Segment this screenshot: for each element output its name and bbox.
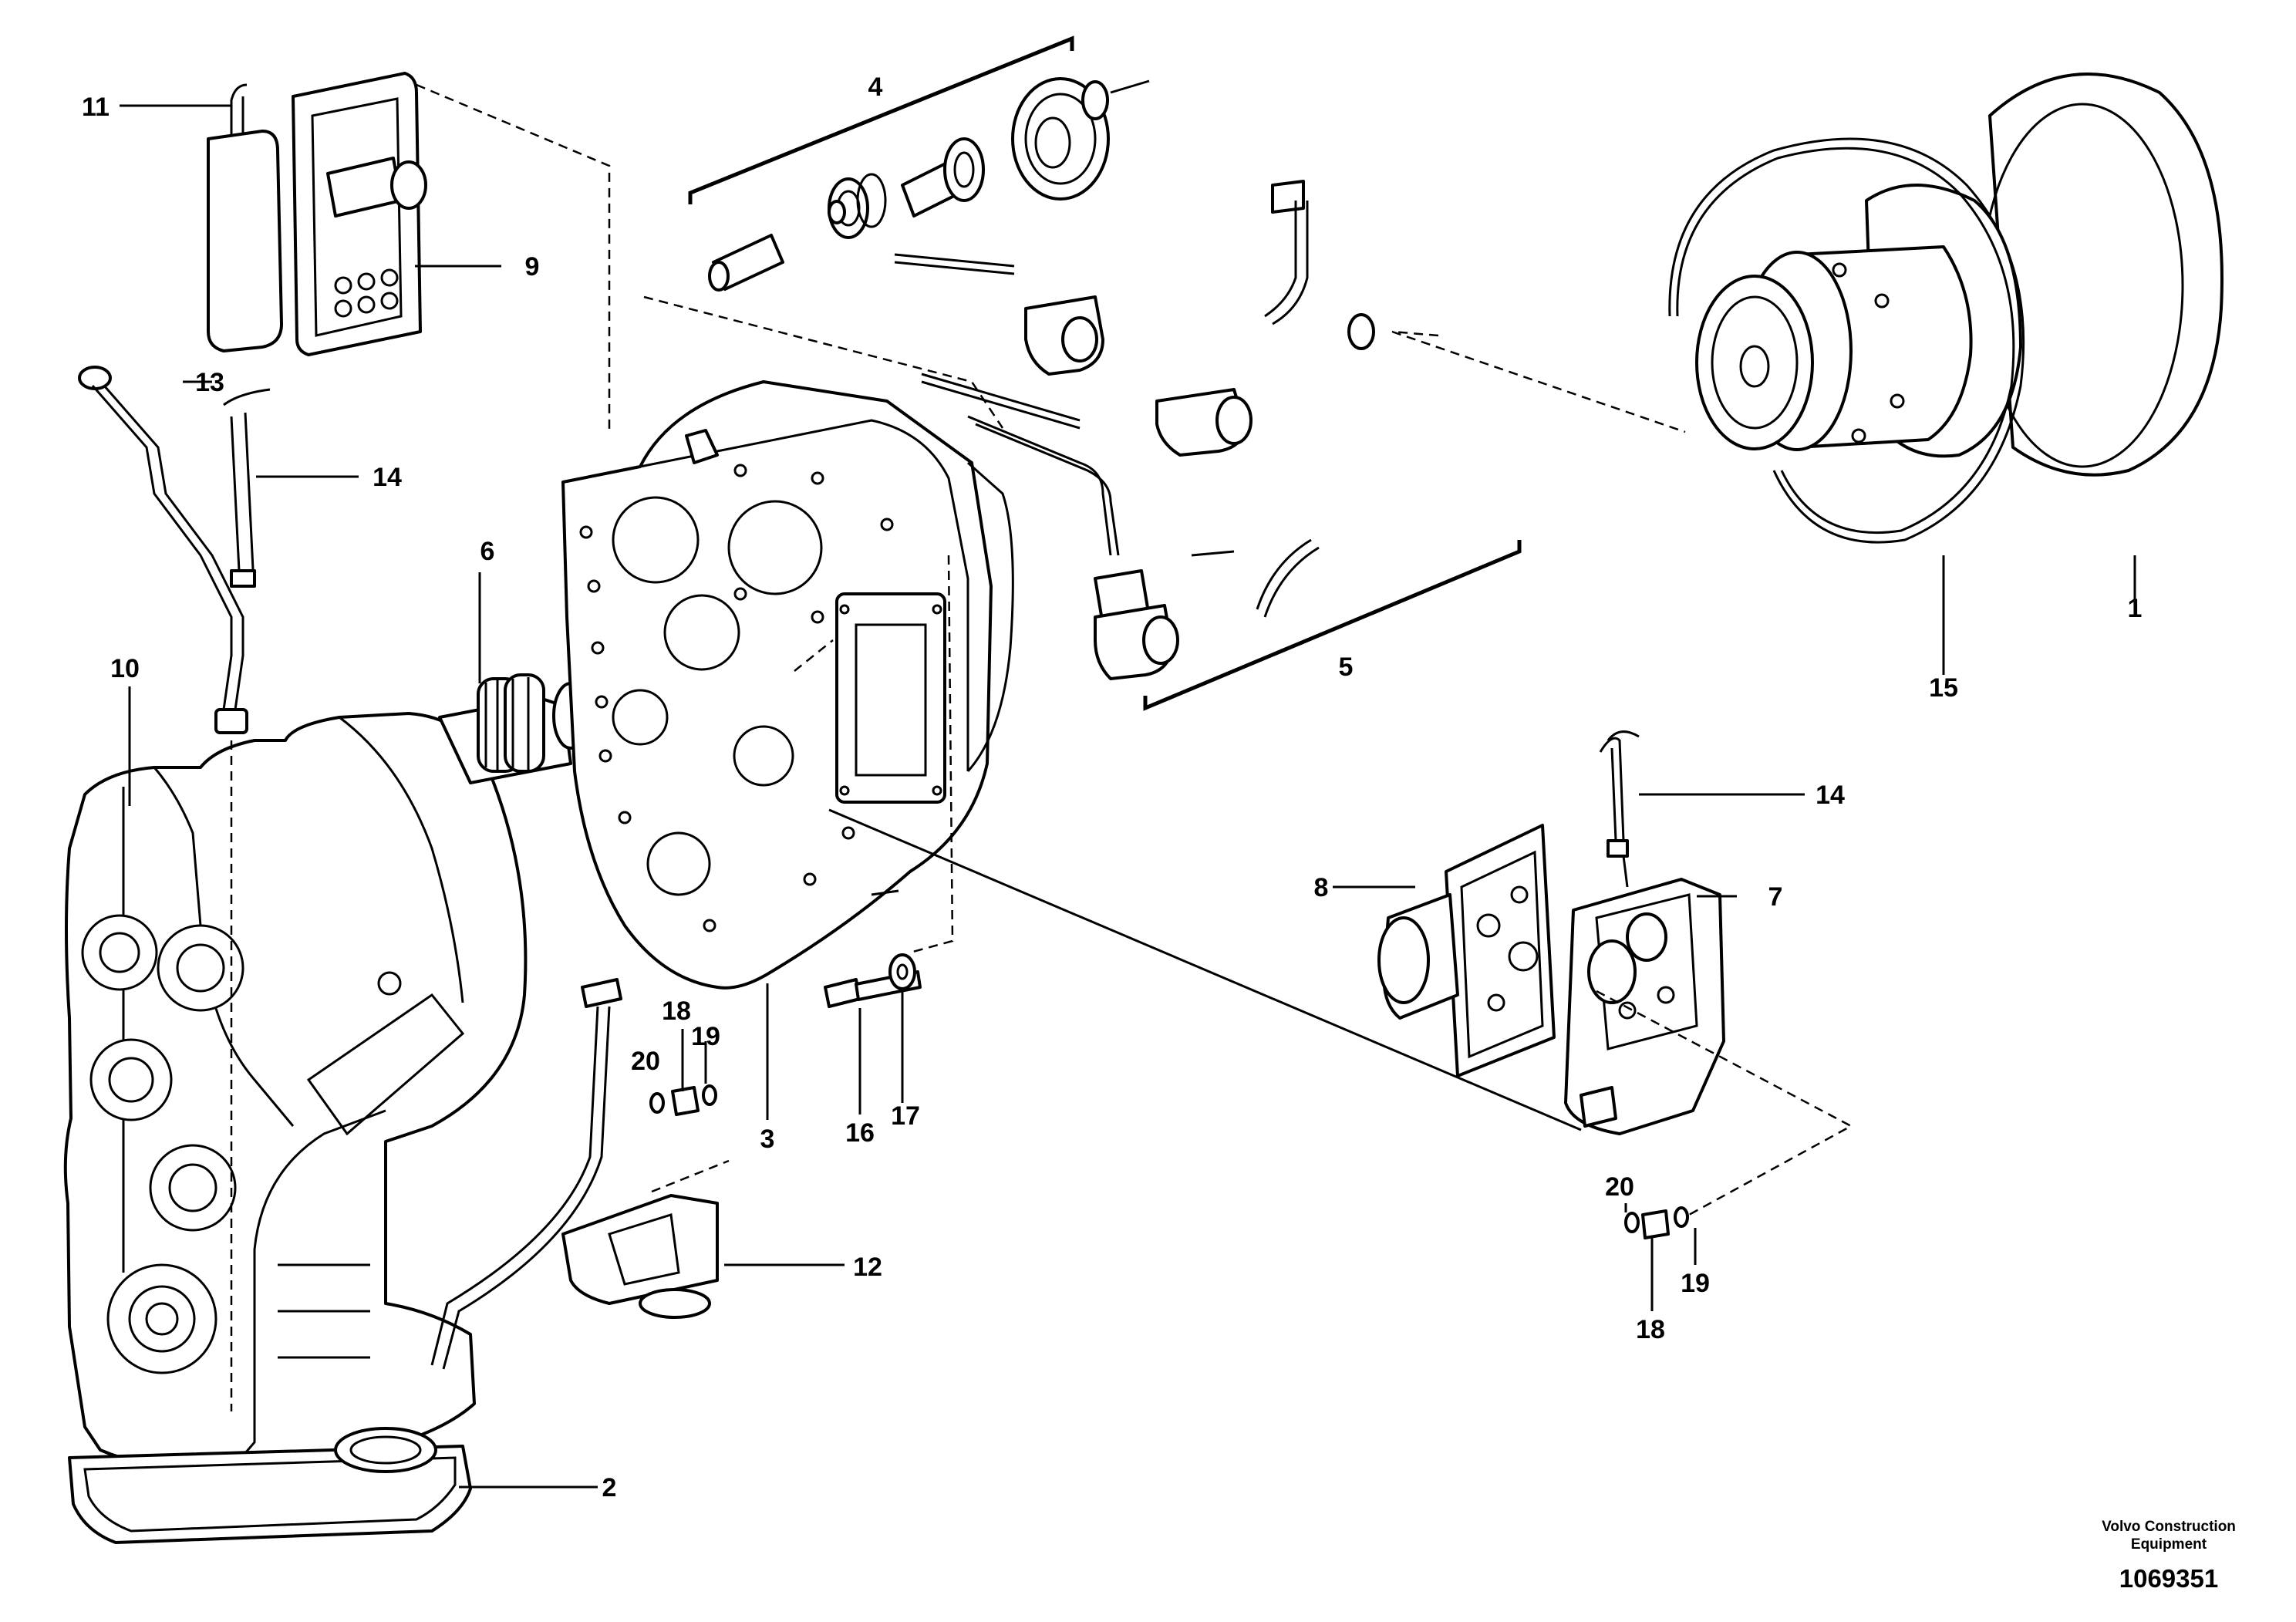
label-part-20-left: 20 [631, 1047, 660, 1076]
valve-plate-part-9 [292, 72, 427, 356]
label-part-16: 16 [845, 1118, 875, 1148]
label-part-7: 7 [1768, 882, 1783, 912]
plug-set-left [649, 1084, 717, 1116]
part-number-labels: 1 2 3 4 5 6 7 8 9 10 11 12 13 14 14 15 1… [82, 73, 2142, 1502]
label-part-15: 15 [1929, 673, 1958, 703]
label-part-14-upper: 14 [373, 463, 402, 492]
control-unit-part-11 [207, 83, 283, 352]
breather-hose-part-14-lower [1599, 730, 1640, 888]
assembly-dashed-lines [230, 83, 1853, 1411]
transmission-housing-part-10 [63, 712, 528, 1472]
label-part-10: 10 [110, 654, 140, 683]
group-bracket-4 [688, 35, 1074, 204]
plug-set-right [1624, 1206, 1689, 1239]
drawing-number: 1069351 [2119, 1564, 2218, 1593]
label-part-18-left: 18 [662, 996, 691, 1026]
breather-hose-part-14-upper [223, 388, 271, 588]
company-name-line1: Volvo Construction [2102, 1519, 2236, 1535]
label-part-14-lower: 14 [1816, 781, 1845, 810]
label-part-17: 17 [891, 1101, 920, 1131]
company-name-line2: Equipment [2131, 1536, 2207, 1553]
gasket-part-8 [1445, 824, 1556, 1077]
label-part-20-right: 20 [1605, 1172, 1634, 1202]
label-part-19-right: 19 [1681, 1269, 1710, 1298]
label-part-13: 13 [195, 368, 224, 397]
oil-pan-part-2 [68, 1427, 472, 1544]
cover-bolt-holes [579, 464, 942, 932]
label-part-6: 6 [480, 537, 495, 566]
label-part-4: 4 [868, 73, 883, 102]
o-ring-part-15 [1668, 137, 2025, 544]
label-part-9: 9 [525, 252, 540, 282]
label-part-5: 5 [1339, 653, 1354, 682]
label-part-3: 3 [760, 1125, 775, 1154]
label-part-19-left: 19 [691, 1022, 720, 1051]
washer-part-17 [888, 953, 916, 990]
label-part-12: 12 [853, 1253, 882, 1282]
group-bracket-5 [1143, 540, 1522, 711]
valve-assembly-part-5 [894, 180, 1375, 680]
label-part-11: 11 [82, 93, 110, 122]
callout-leader-lines [120, 104, 2136, 1489]
label-part-18-right: 18 [1636, 1315, 1665, 1344]
torque-converter-part-1 [1695, 73, 2224, 477]
label-part-1: 1 [2128, 594, 2143, 623]
gear-shaft-part-6 [438, 673, 589, 784]
footer-block: Volvo Construction Equipment 1069351 [2102, 1519, 2236, 1593]
front-cover-plate-part-3 [561, 380, 1014, 990]
valve-block-part-7 [1564, 878, 1725, 1135]
label-part-8: 8 [1314, 873, 1329, 902]
label-part-2: 2 [602, 1473, 617, 1502]
bearing-gear-assembly-part-4 [708, 77, 1150, 292]
dipstick-tube-part-13 [78, 366, 248, 734]
pump-part-8 [1377, 893, 1459, 1020]
mounting-bracket-part-12 [430, 978, 719, 1370]
